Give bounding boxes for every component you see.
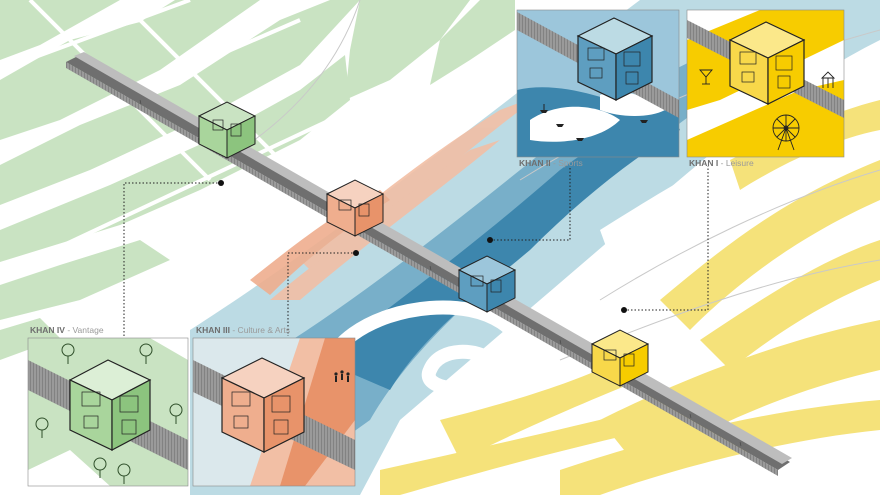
khan-i-subtitle: - Leisure [718,158,754,168]
people-icon [334,370,350,382]
module-khan-i [590,329,650,387]
inset-khan-ii [517,10,679,157]
khan-iv-name: KHAN IV [30,325,65,335]
leader-dots [218,180,627,313]
module-khan-ii [457,255,517,313]
module-khan-iv [197,101,257,159]
leader-lines [123,166,709,336]
khan-iv-subtitle: - Vantage [65,325,104,335]
boat-icon [540,104,648,141]
cocktail-icon [699,69,713,85]
khan-ii-name: KHAN II [519,158,551,168]
label-khan-iii: KHAN III - Culture & Arts [196,325,290,335]
module-khan-iii [325,179,385,237]
inset-khan-iii [193,338,355,486]
inset-khan-iv [28,338,188,486]
tree-icon [35,343,183,484]
label-khan-iv: KHAN IV - Vantage [30,325,104,335]
khan-ii-subtitle: - Sports [551,158,583,168]
khan-i-name: KHAN I [689,158,718,168]
carousel-icon [820,71,836,88]
label-khan-i: KHAN I - Leisure [689,158,754,168]
khan-iii-name: KHAN III [196,325,230,335]
ferris-wheel-icon [772,114,800,151]
khan-iii-subtitle: - Culture & Arts [230,325,290,335]
green-city-blocks [0,0,515,360]
label-khan-ii: KHAN II - Sports [519,158,583,168]
inset-khan-i [687,10,844,157]
